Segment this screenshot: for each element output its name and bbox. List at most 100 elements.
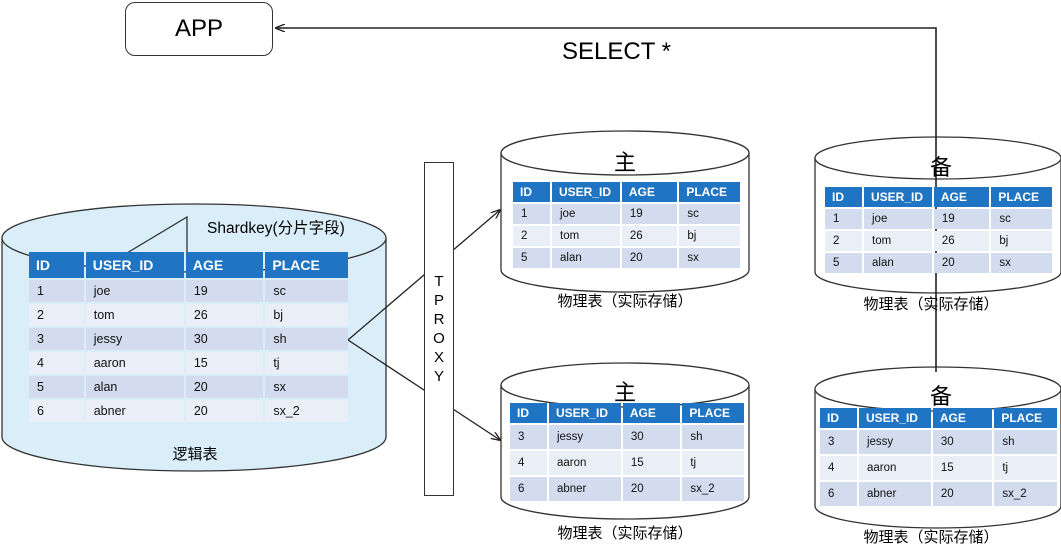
- table-cell: sx_2: [265, 400, 348, 422]
- table-cell: aaron: [858, 456, 931, 480]
- physical-table-master-1: ID USER_ID AGE PLACE 1 joe 19 sc 2 tom 2…: [511, 180, 742, 270]
- logical-table: ID USER_ID AGE PLACE 1 joe 19 sc 2 tom 2…: [27, 250, 350, 424]
- table-row: 3 jessy 30 sh: [510, 425, 744, 449]
- table-cell: 15: [185, 352, 264, 374]
- table-row: 2 tom 26 bj: [513, 226, 740, 246]
- table-row: 1 joe 19 sc: [513, 204, 740, 224]
- table-cell: sx_2: [994, 482, 1057, 506]
- table-cell: 26: [185, 304, 264, 326]
- table-cell: 2: [29, 304, 84, 326]
- table-cell: 20: [932, 482, 993, 506]
- table-cell: sx: [991, 253, 1052, 273]
- table-header-row: ID USER_ID AGE PLACE: [29, 252, 348, 278]
- table-cell: alan: [552, 248, 620, 268]
- table-cell: 19: [621, 204, 678, 224]
- table-cell: alan: [864, 253, 932, 273]
- table-cell: tj: [265, 352, 348, 374]
- table-cell: 6: [510, 477, 547, 501]
- column-header: PLACE: [265, 252, 348, 278]
- table-cell: tj: [682, 451, 744, 475]
- proxy-letter: O: [433, 330, 445, 347]
- table-header-row: ID USER_ID AGE PLACE: [820, 408, 1057, 428]
- table-cell: aaron: [85, 352, 184, 374]
- column-header: ID: [820, 408, 857, 428]
- table-row: 3 jessy 30 sh: [29, 328, 348, 350]
- column-header: ID: [513, 182, 550, 202]
- table-cell: 26: [933, 231, 990, 251]
- physical-table-backup-1: ID USER_ID AGE PLACE 1 joe 19 sc 2 tom 2…: [823, 185, 1054, 275]
- column-header: AGE: [933, 187, 990, 207]
- backup-title: 备: [929, 384, 952, 409]
- table-cell: 20: [621, 248, 678, 268]
- table-cell: abner: [858, 482, 931, 506]
- table-cell: sx: [265, 376, 348, 398]
- table-cell: 20: [933, 253, 990, 273]
- table-cell: 19: [933, 209, 990, 229]
- table-cell: alan: [85, 376, 184, 398]
- proxy-letter: X: [433, 349, 444, 366]
- table-cell: 15: [622, 451, 681, 475]
- table-cell: tom: [552, 226, 620, 246]
- table-cell: sc: [679, 204, 740, 224]
- proxy-letter: P: [433, 292, 444, 309]
- table-cell: 6: [29, 400, 84, 422]
- column-header: PLACE: [994, 408, 1057, 428]
- table-row: 4 aaron 15 tj: [29, 352, 348, 374]
- table-row: 5 alan 20 sx: [29, 376, 348, 398]
- table-cell: jessy: [548, 425, 621, 449]
- table-header-row: ID USER_ID AGE PLACE: [825, 187, 1052, 207]
- master-title: 主: [613, 150, 636, 175]
- column-header: USER_ID: [864, 187, 932, 207]
- table-row: 1 joe 19 sc: [825, 209, 1052, 229]
- table-row: 3 jessy 30 sh: [820, 430, 1057, 454]
- table-cell: aaron: [548, 451, 621, 475]
- shardkey-label: Shardkey(分片字段): [207, 220, 345, 237]
- table-cell: 5: [29, 376, 84, 398]
- proxy-letter: T: [434, 273, 444, 290]
- table-cell: bj: [679, 226, 740, 246]
- table-cell: 20: [622, 477, 681, 501]
- table-cell: 30: [622, 425, 681, 449]
- table-cell: bj: [991, 231, 1052, 251]
- table-cell: 30: [185, 328, 264, 350]
- table-cell: 2: [513, 226, 550, 246]
- tproxy-box: T P R O X Y: [424, 162, 454, 496]
- physical-table-caption: 物理表（实际存储）: [557, 525, 693, 542]
- table-cell: sh: [682, 425, 744, 449]
- table-cell: tj: [994, 456, 1057, 480]
- table-cell: 20: [185, 376, 264, 398]
- backup-title: 备: [929, 155, 952, 180]
- table-cell: 26: [621, 226, 678, 246]
- column-header: PLACE: [682, 403, 744, 423]
- table-row: 4 aaron 15 tj: [820, 456, 1057, 480]
- table-cell: abner: [548, 477, 621, 501]
- table-cell: 6: [820, 482, 857, 506]
- table-row: 2 tom 26 bj: [825, 231, 1052, 251]
- table-cell: jessy: [85, 328, 184, 350]
- table-cell: 4: [29, 352, 84, 374]
- table-cell: tom: [864, 231, 932, 251]
- table-cell: joe: [864, 209, 932, 229]
- proxy-letter: Y: [433, 368, 444, 385]
- app-box: APP: [125, 2, 273, 56]
- table-cell: 1: [513, 204, 550, 224]
- column-header: ID: [510, 403, 547, 423]
- column-header: PLACE: [679, 182, 740, 202]
- table-header-row: ID USER_ID AGE PLACE: [513, 182, 740, 202]
- column-header: AGE: [932, 408, 993, 428]
- table-cell: 15: [932, 456, 993, 480]
- app-label: APP: [174, 15, 224, 42]
- column-header: USER_ID: [548, 403, 621, 423]
- physical-table-caption: 物理表（实际存储）: [557, 293, 693, 310]
- table-cell: bj: [265, 304, 348, 326]
- table-header-row: ID USER_ID AGE PLACE: [510, 403, 744, 423]
- table-cell: 2: [825, 231, 862, 251]
- table-cell: joe: [552, 204, 620, 224]
- column-header: AGE: [185, 252, 264, 278]
- table-cell: sx_2: [682, 477, 744, 501]
- column-header: PLACE: [991, 187, 1052, 207]
- table-cell: 20: [185, 400, 264, 422]
- table-row: 5 alan 20 sx: [825, 253, 1052, 273]
- table-cell: joe: [85, 280, 184, 302]
- physical-table-caption: 物理表（实际存储）: [863, 529, 999, 546]
